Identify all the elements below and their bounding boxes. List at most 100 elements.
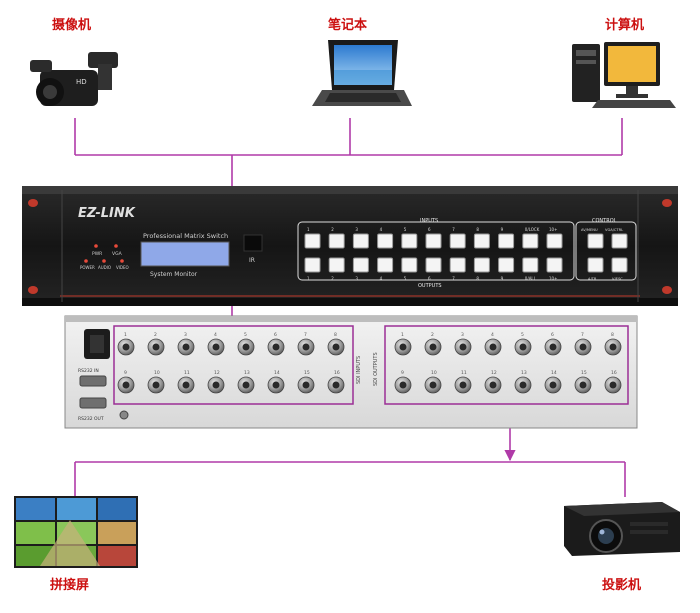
- output-button[interactable]: [304, 257, 321, 273]
- output-button[interactable]: [449, 257, 466, 273]
- bnc-number: 16: [611, 370, 617, 376]
- sdi-outputs-label: SDI OUTPUTS: [373, 352, 379, 386]
- bnc-connector-core: [302, 381, 310, 389]
- input-number-label: 7: [452, 227, 455, 232]
- lcd-text: System Monitor: [150, 271, 198, 278]
- video-wall-icon: [14, 496, 138, 568]
- control-button[interactable]: [587, 257, 604, 273]
- bnc-connector-core: [429, 381, 437, 389]
- output-button[interactable]: [401, 257, 418, 273]
- bnc-connector-core: [122, 381, 130, 389]
- ir-label: IR: [249, 257, 255, 264]
- bnc-number: 16: [334, 370, 340, 376]
- output-number-label: 7: [452, 276, 455, 281]
- bnc-number: 7: [304, 332, 307, 338]
- bnc-number: 9: [124, 370, 127, 376]
- input-button[interactable]: [473, 233, 490, 249]
- bnc-connector-core: [332, 343, 340, 351]
- control-top-label: AV/MENU: [581, 228, 598, 232]
- indicator-led: [84, 259, 88, 263]
- bnc-connector-core: [399, 343, 407, 351]
- input-button[interactable]: [304, 233, 321, 249]
- bnc-connector-core: [549, 343, 557, 351]
- bnc-number: 5: [521, 332, 524, 338]
- source-label-computer: 计算机: [605, 18, 645, 33]
- input-number-label: 5: [404, 227, 407, 232]
- ground-screw: [119, 410, 129, 420]
- control-button[interactable]: [587, 233, 604, 249]
- indicator-led: [120, 259, 124, 263]
- input-button[interactable]: [498, 233, 515, 249]
- desktop-computer-icon: [572, 42, 676, 108]
- bnc-number: 1: [401, 332, 404, 338]
- bnc-connector-core: [212, 343, 220, 351]
- output-button[interactable]: [498, 257, 515, 273]
- rs232-out-label: RS232 OUT: [78, 416, 104, 422]
- bnc-number: 8: [611, 332, 614, 338]
- sdi-inputs-label: SDI INPUTS: [356, 356, 362, 384]
- output-button[interactable]: [546, 257, 563, 273]
- output-button[interactable]: [352, 257, 369, 273]
- output-button[interactable]: [473, 257, 490, 273]
- input-button[interactable]: [546, 233, 563, 249]
- bnc-number: 10: [431, 370, 437, 376]
- bnc-number: 3: [184, 332, 187, 338]
- output-button[interactable]: [522, 257, 539, 273]
- control-button[interactable]: [611, 257, 628, 273]
- bnc-connector-core: [609, 381, 617, 389]
- bnc-number: 12: [491, 370, 497, 376]
- input-button[interactable]: [401, 233, 418, 249]
- rs232-out-port: [79, 397, 107, 409]
- input-button[interactable]: [449, 233, 466, 249]
- input-number-label: 0/LOCK: [525, 227, 540, 232]
- output-button[interactable]: [425, 257, 442, 273]
- input-number-label: 9: [501, 227, 504, 232]
- output-number-label: 3: [355, 276, 358, 281]
- bnc-connector-core: [579, 381, 587, 389]
- status-led: [94, 244, 98, 248]
- output-number-label: 10+: [549, 276, 557, 281]
- bnc-number: 2: [431, 332, 434, 338]
- input-output-button-frame: [297, 221, 575, 281]
- bnc-number: 13: [521, 370, 527, 376]
- input-button[interactable]: [425, 233, 442, 249]
- indicator-label: POWER: [80, 265, 95, 270]
- input-number-label: 2: [331, 227, 334, 232]
- indicator-label: AUDIO: [98, 265, 111, 270]
- input-button[interactable]: [352, 233, 369, 249]
- input-button[interactable]: [377, 233, 394, 249]
- status-led: [114, 244, 118, 248]
- output-button[interactable]: [377, 257, 394, 273]
- source-label-laptop: 笔记本: [328, 18, 368, 33]
- bnc-number: 12: [214, 370, 220, 376]
- control-button[interactable]: [611, 233, 628, 249]
- bnc-connector-core: [489, 381, 497, 389]
- matrix-front-panel: EZ-LINK Professional Matrix Switch Syste…: [22, 186, 678, 306]
- outputs-label: OUTPUTS: [418, 283, 442, 289]
- bnc-number: 7: [581, 332, 584, 338]
- input-number-label: 10+: [549, 227, 557, 232]
- bnc-connector-core: [212, 381, 220, 389]
- input-number-label: 3: [355, 227, 358, 232]
- bnc-number: 4: [214, 332, 217, 338]
- output-number-label: 1: [307, 276, 310, 281]
- projector-icon: [564, 502, 680, 556]
- bnc-connector-core: [459, 343, 467, 351]
- bnc-connector-core: [332, 381, 340, 389]
- bnc-connector-core: [579, 343, 587, 351]
- input-button[interactable]: [328, 233, 345, 249]
- connection-lines: [74, 118, 626, 497]
- input-number-label: 1: [307, 227, 310, 232]
- control-bottom-label: V/ESC: [612, 277, 623, 281]
- bnc-connector-core: [182, 343, 190, 351]
- bnc-connector-core: [242, 343, 250, 351]
- bnc-number: 11: [461, 370, 467, 376]
- rs232-in-label: RS232 IN: [78, 368, 99, 374]
- bnc-number: 8: [334, 332, 337, 338]
- sdi-output-frame: [384, 325, 629, 405]
- input-button[interactable]: [522, 233, 539, 249]
- output-number-label: 4: [380, 276, 383, 281]
- bnc-number: 1: [124, 332, 127, 338]
- output-button[interactable]: [328, 257, 345, 273]
